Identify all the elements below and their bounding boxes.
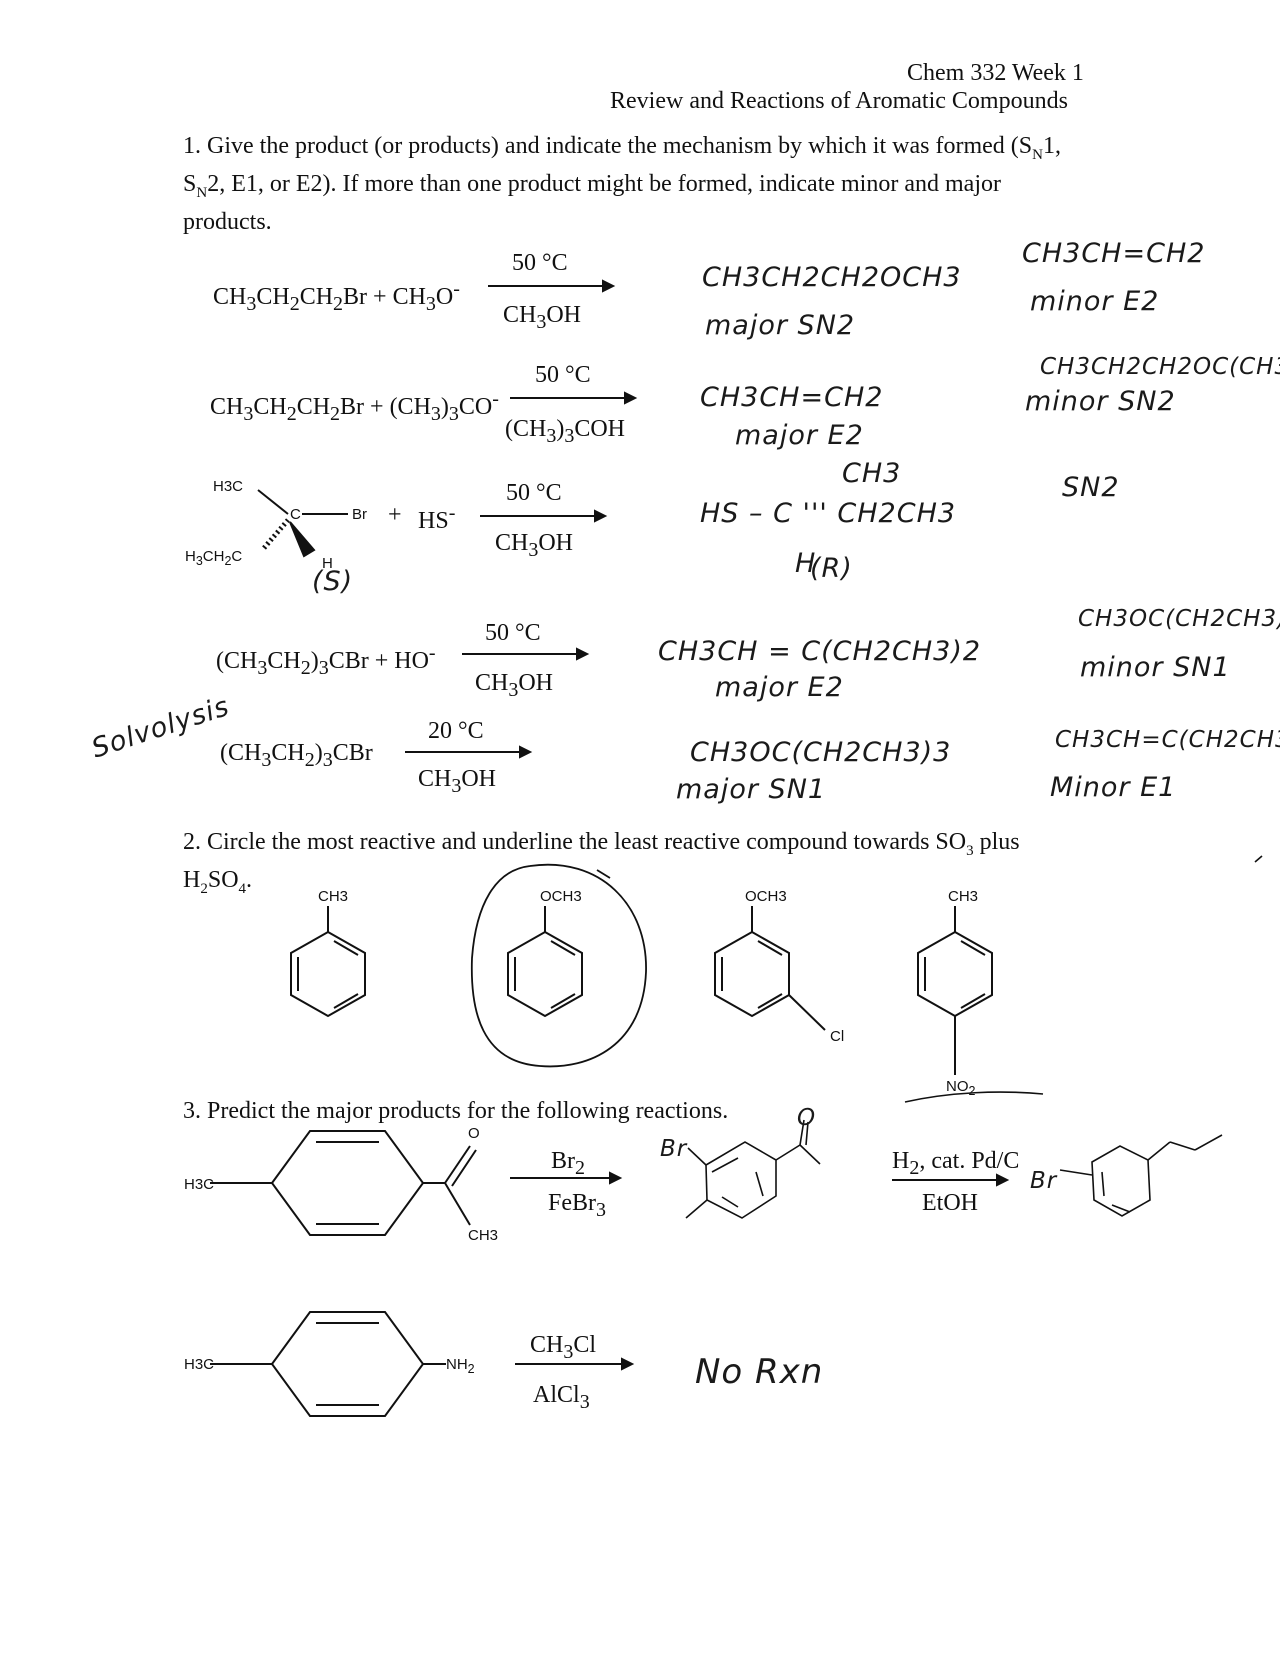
q2-toluene-ring — [290, 906, 366, 1018]
r1-reactants: CH3CH2CH2Br + CH3O- — [213, 278, 460, 315]
q3r2-hw-answer: No Rxn — [695, 1352, 824, 1392]
page-subtitle: Review and Reactions of Aromatic Compoun… — [610, 88, 1068, 114]
r3-condition-solvent: CH3OH — [495, 530, 574, 561]
r2-hw-minor-label: minor SN2 — [1025, 386, 1176, 417]
q2-hw-circle — [470, 863, 647, 1068]
r3-hw-ch3: CH3 — [842, 458, 902, 489]
r3-stereo-bonds — [257, 489, 348, 558]
r3-ethyl-label: H3CH2C — [185, 548, 243, 568]
question-2-prompt: 2. Circle the most reactive and underlin… — [183, 829, 1020, 897]
q2-c4-substituent: CH3 — [948, 888, 979, 905]
r2-condition-solvent: (CH3)3COH — [505, 416, 626, 447]
r1-hw-minor-product: CH3CH=CH2 — [1022, 238, 1206, 269]
r5-hw-major-label: major SN1 — [676, 774, 827, 805]
q2-c2-substituent: OCH3 — [540, 888, 582, 905]
r3-hw-config-s: (S) — [312, 566, 354, 597]
q3r2-methyl-label: H3C — [184, 1356, 215, 1373]
r3-condition-temp: 50 °C — [506, 480, 562, 506]
r2-arrow — [510, 391, 638, 405]
r3-arrow — [480, 509, 608, 523]
r1-hw-minor-label: minor E2 — [1030, 286, 1160, 317]
r3-hw-h: H — [795, 548, 817, 579]
r4-hw-major-product: CH3CH = C(CH2CH3)2 — [658, 636, 982, 667]
q3r1-ketone-ch3: CH3 — [468, 1227, 499, 1244]
q3r1-reagent: Br2 — [551, 1148, 585, 1179]
q2-c4-nitro: NO2 — [946, 1078, 976, 1098]
q2-nitrotoluene-ring — [917, 906, 993, 1075]
r3-h-label: H — [322, 555, 333, 572]
q3r1-ketone-o: O — [468, 1125, 480, 1142]
r5-condition-temp: 20 °C — [428, 718, 484, 744]
r4-hw-minor-product: CH3OC(CH2CH3)3 — [1078, 606, 1280, 632]
q2-chloroanisole-ring — [714, 906, 826, 1031]
r2-hw-major-label: major E2 — [735, 420, 864, 451]
q3r1-reagent2: H2, cat. Pd/C — [892, 1148, 1020, 1179]
r2-condition-temp: 50 °C — [535, 362, 591, 388]
course-title: Chem 332 Week 1 — [907, 60, 1084, 86]
r1-condition-solvent: CH3OH — [503, 302, 582, 333]
q3r1-methyl-label: H3C — [184, 1176, 215, 1193]
r3-plus: + — [388, 502, 402, 528]
r3-hw-product: HS – C ''' CH2CH3 — [700, 498, 957, 529]
r5-condition-solvent: CH3OH — [418, 766, 497, 797]
q3r1-hw-o: O — [797, 1105, 817, 1131]
q3r1-solvent2: EtOH — [922, 1190, 978, 1216]
r1-hw-major-product: CH3CH2CH2OCH3 — [702, 262, 962, 293]
r3-br-label: Br — [352, 506, 367, 523]
q2-anisole-ring — [507, 906, 583, 1018]
r3-nucleophile: HS- — [418, 502, 456, 534]
r3-carbon-label: C — [290, 506, 301, 523]
question-1-prompt: 1. Give the product (or products) and in… — [183, 133, 1061, 235]
q2-hw-underline — [904, 1091, 1044, 1103]
r2-reactants: CH3CH2CH2Br + (CH3)3CO- — [210, 388, 499, 425]
q2-c3-chloro: Cl — [830, 1028, 845, 1045]
r4-condition-temp: 50 °C — [485, 620, 541, 646]
r2-hw-major-product: CH3CH=CH2 — [700, 382, 884, 413]
r1-arrow — [488, 279, 616, 293]
r3-hw-config-r: (R) — [810, 553, 853, 584]
q2-c1-substituent: CH3 — [318, 888, 349, 905]
r5-reactants: (CH3CH2)3CBr — [220, 740, 373, 771]
r3-hw-mechanism: SN2 — [1062, 472, 1120, 503]
q3r1-catalyst: FeBr3 — [548, 1190, 606, 1221]
r5-hw-minor-product: CH3CH=C(CH2CH3)2 — [1055, 727, 1280, 753]
q2-c3-substituent: OCH3 — [745, 888, 787, 905]
r3-h3c-label: H3C — [213, 478, 244, 495]
r5-hw-minor-label: Minor E1 — [1050, 772, 1177, 803]
r1-condition-temp: 50 °C — [512, 250, 568, 276]
r4-condition-solvent: CH3OH — [475, 670, 554, 701]
q3r2-catalyst: AlCl3 — [533, 1382, 590, 1413]
q3r2-amine-label: NH2 — [446, 1356, 475, 1376]
question-3-prompt: 3. Predict the major products for the fo… — [183, 1098, 729, 1124]
q3r1-hw-br: Br — [660, 1136, 688, 1162]
q3r1-hw-br2: Br — [1030, 1168, 1058, 1194]
r1-hw-major-label: major SN2 — [705, 310, 856, 341]
r5-arrow — [405, 745, 533, 759]
r5-hw-major-product: CH3OC(CH2CH3)3 — [690, 737, 952, 768]
r4-hw-major-label: major E2 — [715, 672, 844, 703]
r2-hw-minor-product: CH3CH2CH2OC(CH3)3 — [1040, 354, 1280, 380]
q3r2-reagent: CH3Cl — [530, 1332, 597, 1363]
r4-reactants: (CH3CH2)3CBr + HO- — [216, 642, 436, 679]
r4-hw-minor-label: minor SN1 — [1080, 652, 1231, 683]
r4-arrow — [462, 647, 590, 661]
